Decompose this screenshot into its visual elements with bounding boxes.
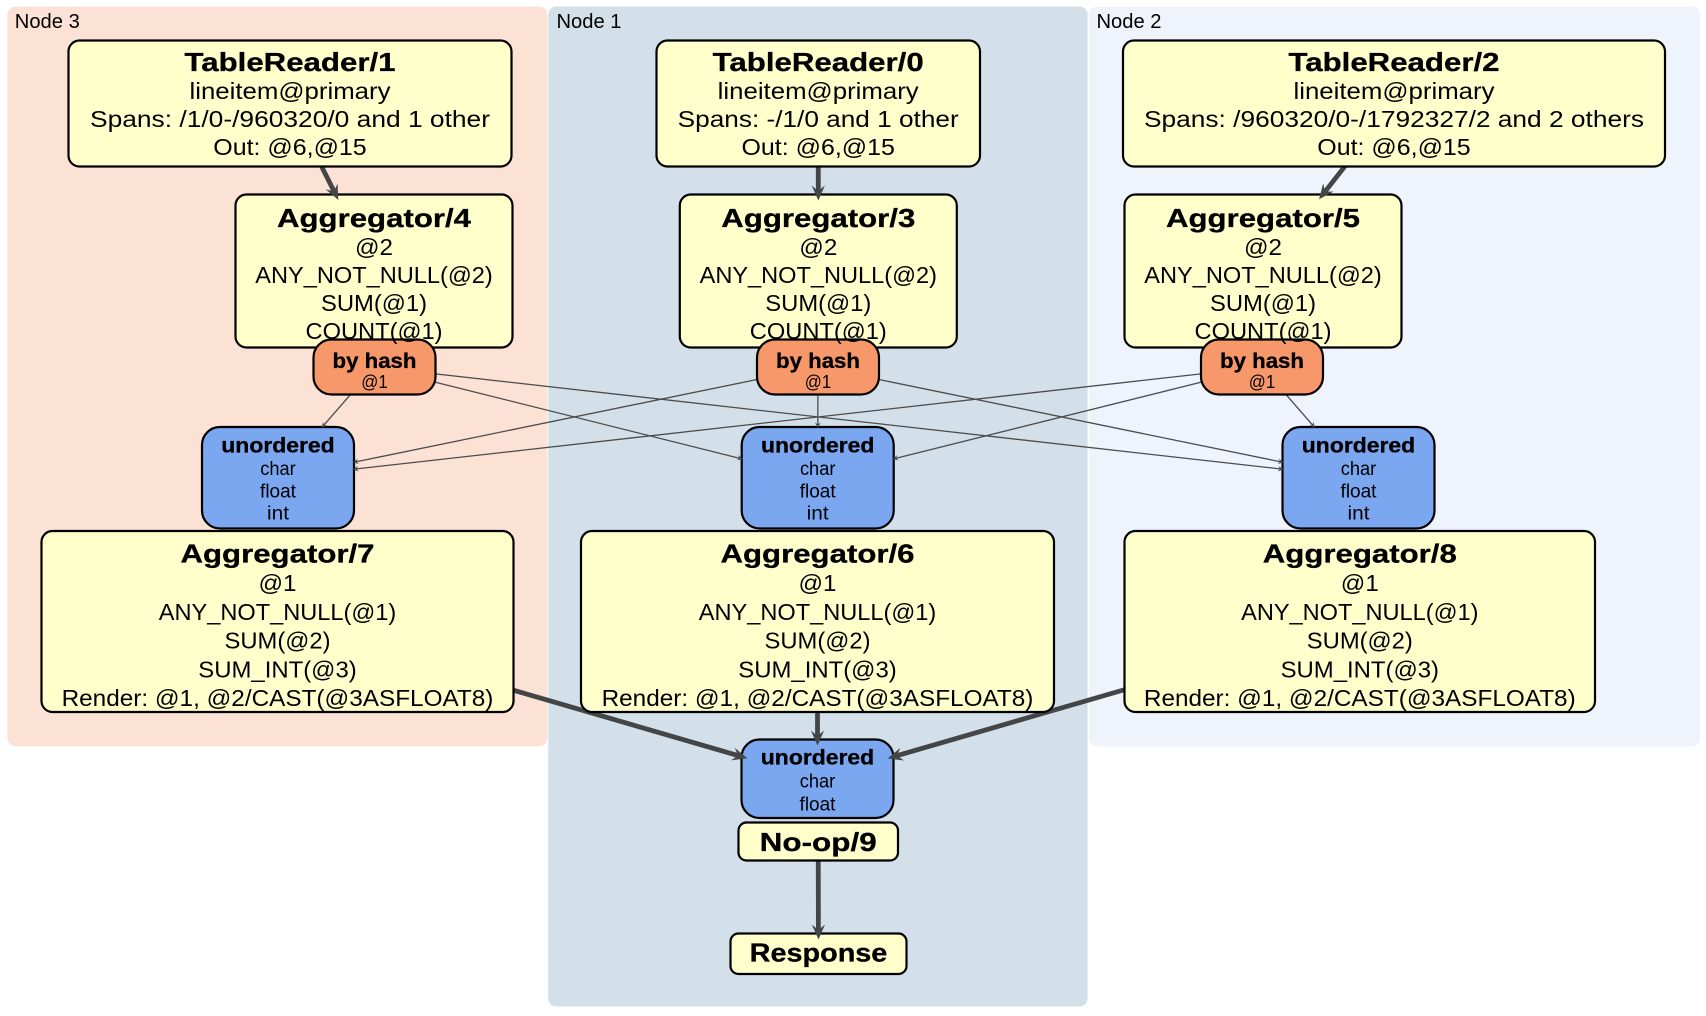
svg-text:Out: @6,@15: Out: @6,@15 (742, 134, 895, 160)
svg-text:@2: @2 (799, 234, 837, 260)
svg-text:Aggregator/6: Aggregator/6 (721, 539, 915, 569)
svg-text:float: float (800, 795, 837, 816)
svg-text:TableReader/0: TableReader/0 (713, 47, 924, 77)
svg-text:COUNT(@1): COUNT(@1) (1195, 318, 1332, 344)
svg-text:@1: @1 (1249, 371, 1276, 392)
svg-text:ANY_NOT_NULL(@1): ANY_NOT_NULL(@1) (1241, 599, 1478, 625)
svg-text:SUM(@2): SUM(@2) (225, 628, 331, 654)
svg-text:lineitem@primary: lineitem@primary (718, 78, 919, 104)
svg-text:@1: @1 (799, 570, 837, 596)
svg-text:Spans: /960320/0-/1792327/2 an: Spans: /960320/0-/1792327/2 and 2 others (1144, 106, 1644, 132)
svg-text:unordered: unordered (761, 435, 874, 458)
svg-text:Aggregator/5: Aggregator/5 (1166, 203, 1360, 233)
svg-text:SUM(@1): SUM(@1) (765, 290, 871, 316)
svg-text:Spans: -/1/0 and 1 other: Spans: -/1/0 and 1 other (678, 106, 959, 132)
svg-text:SUM_INT(@3): SUM_INT(@3) (198, 656, 356, 682)
svg-text:Response: Response (750, 938, 888, 968)
svg-text:SUM(@1): SUM(@1) (1210, 290, 1316, 316)
svg-text:SUM(@2): SUM(@2) (765, 628, 871, 654)
svg-text:SUM_INT(@3): SUM_INT(@3) (1281, 656, 1439, 682)
svg-text:Node 2: Node 2 (1097, 11, 1162, 33)
svg-text:ANY_NOT_NULL(@1): ANY_NOT_NULL(@1) (159, 599, 396, 625)
svg-text:int: int (807, 504, 830, 525)
svg-text:by hash: by hash (776, 350, 860, 373)
svg-text:@2: @2 (1244, 234, 1282, 260)
svg-text:Render: @1, @2/CAST(@3ASFLOAT8: Render: @1, @2/CAST(@3ASFLOAT8) (62, 685, 494, 711)
svg-text:TableReader/2: TableReader/2 (1289, 47, 1500, 77)
svg-text:@1: @1 (805, 371, 832, 392)
svg-text:lineitem@primary: lineitem@primary (1294, 78, 1495, 104)
svg-text:Aggregator/4: Aggregator/4 (277, 203, 472, 233)
svg-text:SUM_INT(@3): SUM_INT(@3) (738, 656, 896, 682)
svg-text:TableReader/1: TableReader/1 (185, 47, 396, 77)
svg-text:Spans: /1/0-/960320/0 and 1 ot: Spans: /1/0-/960320/0 and 1 other (90, 106, 490, 132)
svg-text:@2: @2 (355, 234, 393, 260)
svg-text:SUM(@2): SUM(@2) (1307, 628, 1413, 654)
svg-text:Aggregator/8: Aggregator/8 (1263, 539, 1457, 569)
svg-text:by hash: by hash (1220, 350, 1304, 373)
svg-text:char: char (1341, 459, 1377, 480)
svg-text:float: float (800, 481, 837, 502)
svg-text:char: char (800, 772, 836, 793)
svg-text:Out: @6,@15: Out: @6,@15 (213, 134, 366, 160)
svg-text:Aggregator/3: Aggregator/3 (721, 203, 915, 233)
svg-text:lineitem@primary: lineitem@primary (190, 78, 391, 104)
svg-text:@1: @1 (1341, 570, 1379, 596)
svg-text:by hash: by hash (333, 350, 417, 373)
svg-text:ANY_NOT_NULL(@2): ANY_NOT_NULL(@2) (1144, 262, 1381, 288)
svg-text:No-op/9: No-op/9 (760, 827, 877, 857)
svg-text:int: int (1348, 504, 1371, 525)
svg-text:unordered: unordered (761, 747, 874, 770)
svg-text:float: float (1341, 481, 1378, 502)
svg-text:char: char (800, 459, 836, 480)
svg-text:Node 3: Node 3 (15, 11, 80, 33)
svg-text:unordered: unordered (1302, 435, 1415, 458)
svg-text:ANY_NOT_NULL(@1): ANY_NOT_NULL(@1) (699, 599, 936, 625)
svg-text:Out: @6,@15: Out: @6,@15 (1317, 134, 1470, 160)
svg-text:int: int (267, 504, 290, 525)
svg-text:COUNT(@1): COUNT(@1) (306, 318, 443, 344)
svg-text:Aggregator/7: Aggregator/7 (181, 539, 375, 569)
svg-text:char: char (260, 459, 296, 480)
svg-text:Render: @1, @2/CAST(@3ASFLOAT8: Render: @1, @2/CAST(@3ASFLOAT8) (602, 685, 1034, 711)
svg-text:Render: @1, @2/CAST(@3ASFLOAT8: Render: @1, @2/CAST(@3ASFLOAT8) (1144, 685, 1576, 711)
svg-text:@1: @1 (361, 371, 388, 392)
svg-text:COUNT(@1): COUNT(@1) (750, 318, 887, 344)
svg-text:unordered: unordered (221, 435, 334, 458)
svg-text:SUM(@1): SUM(@1) (321, 290, 427, 316)
svg-text:float: float (260, 481, 297, 502)
svg-text:ANY_NOT_NULL(@2): ANY_NOT_NULL(@2) (700, 262, 937, 288)
svg-text:@1: @1 (259, 570, 297, 596)
svg-text:ANY_NOT_NULL(@2): ANY_NOT_NULL(@2) (255, 262, 492, 288)
svg-text:Node 1: Node 1 (557, 11, 622, 33)
